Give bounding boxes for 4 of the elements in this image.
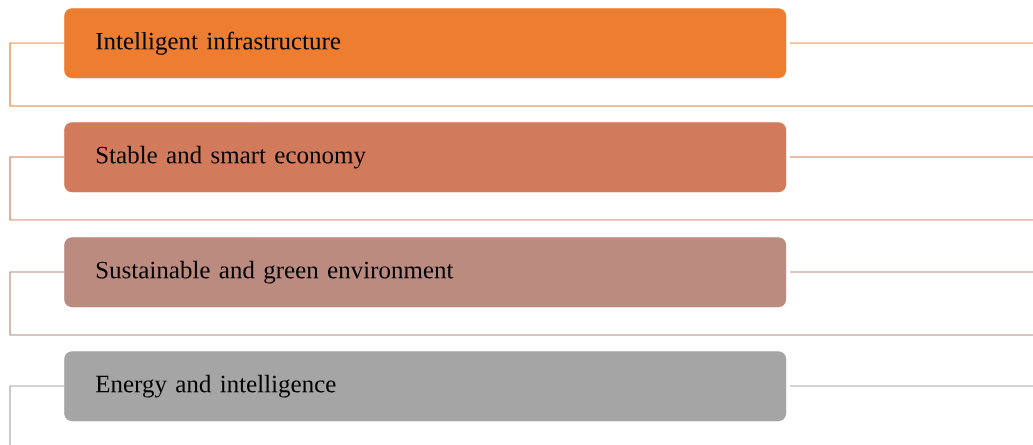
topic-box: Intelligent infrastructure (64, 8, 787, 79)
topic-box: Sustainable and green environment (64, 237, 787, 308)
topic-box: Stable and smart economy (64, 122, 787, 193)
topic-box: Energy and intelligence (64, 351, 787, 422)
